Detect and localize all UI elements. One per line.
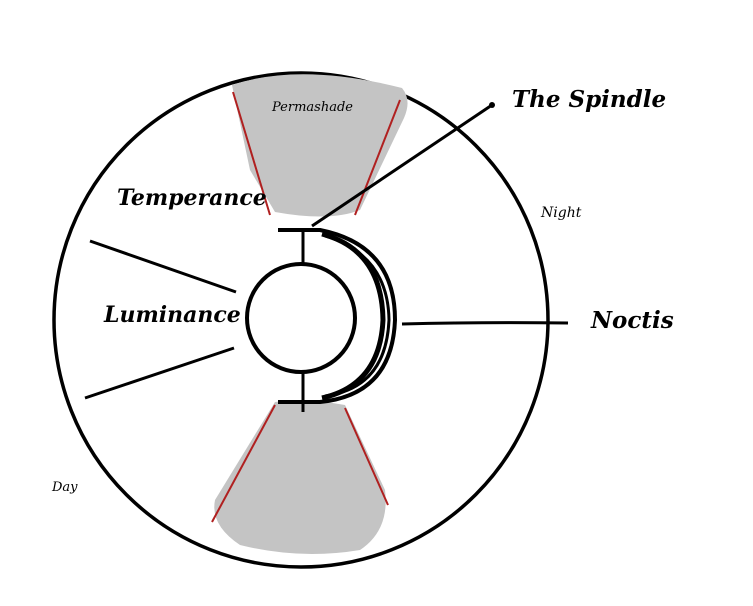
permashade-bottom-region [214, 400, 386, 554]
luminance-lower-line [84, 346, 235, 400]
noctis-pointer-line [401, 321, 569, 326]
label-day: Day [52, 480, 78, 495]
spindle-pointer-line [311, 103, 493, 228]
outer-world-circle [52, 71, 550, 569]
label-permashade: Permashade [272, 100, 353, 115]
spindle-crescent-mid [324, 234, 391, 398]
permashade-top-region [232, 74, 408, 217]
label-night: Night [541, 205, 582, 221]
label-temperance: Temperance [117, 185, 267, 211]
spindle-pointer-dot [489, 102, 495, 108]
spindle-crescent [278, 228, 398, 404]
permashade-bottom-edge-right [344, 407, 389, 506]
label-luminance: Luminance [104, 302, 241, 328]
permashade-bottom-edge-left [211, 404, 276, 523]
inner-circle [245, 262, 357, 374]
label-the-spindle: The Spindle [512, 86, 667, 113]
permashade-top-edge-left [232, 91, 271, 216]
permashade-top-edge-right [354, 99, 401, 216]
luminance-upper-line [89, 239, 237, 294]
label-noctis: Noctis [591, 307, 674, 334]
